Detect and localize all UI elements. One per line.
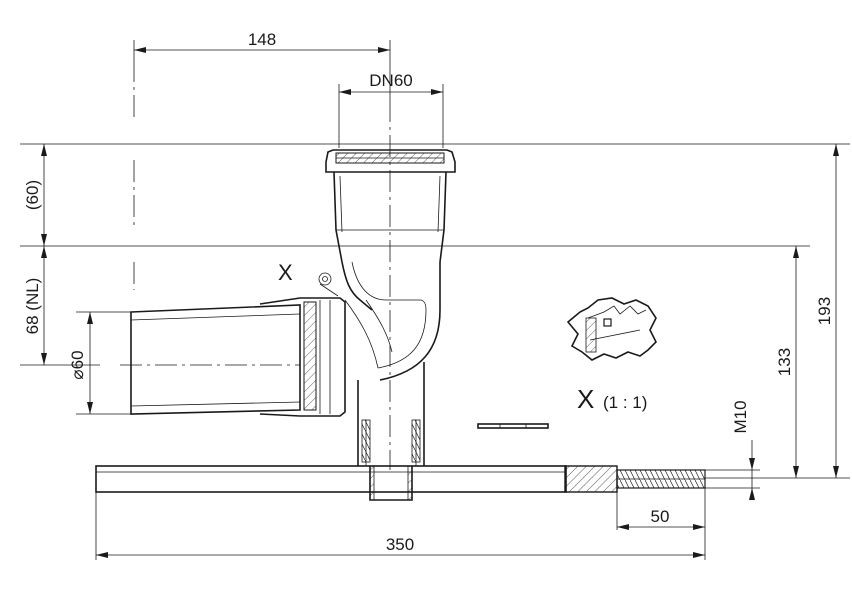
dim-50: 50: [617, 507, 705, 530]
base-plate: [95, 465, 706, 493]
dim-60-label: (60): [23, 180, 42, 210]
dim-350-label: 350: [386, 535, 414, 554]
detail-marker: X: [278, 260, 293, 285]
dim-dn60: DN60: [339, 71, 443, 95]
dim-50-label: 50: [651, 507, 670, 526]
dim-68-label: 68 (NL): [23, 278, 42, 335]
dim-133-label: 133: [775, 348, 794, 376]
dim-350: 350: [96, 535, 705, 558]
dim-phi60: ⌀60: [68, 312, 93, 414]
vertical-socket: [325, 149, 456, 263]
dim-68-nl: 68 (NL): [20, 246, 100, 366]
detail-label: X: [577, 384, 594, 414]
dim-133: 133: [775, 246, 799, 478]
center-lines: [120, 60, 391, 470]
dim-148-label: 148: [248, 30, 276, 49]
dim-m10-label: M10: [731, 400, 750, 433]
dim-60-paren: (60): [23, 144, 47, 246]
dim-dn60-label: DN60: [369, 71, 412, 90]
horizontal-pipe: [130, 297, 346, 417]
gasket-part: [477, 423, 549, 429]
dim-148: 148: [134, 30, 390, 53]
detail-x-view: X (1 : 1): [566, 297, 657, 414]
dim-phi60-label: ⌀60: [68, 350, 87, 379]
detail-scale: (1 : 1): [603, 393, 647, 412]
dim-193: 193: [815, 144, 839, 478]
elbow-body: [318, 261, 441, 381]
dim-m10: M10: [731, 400, 755, 500]
drain-outlet: [357, 362, 425, 501]
dim-193-label: 193: [815, 297, 834, 325]
extension-lines: [20, 40, 850, 560]
